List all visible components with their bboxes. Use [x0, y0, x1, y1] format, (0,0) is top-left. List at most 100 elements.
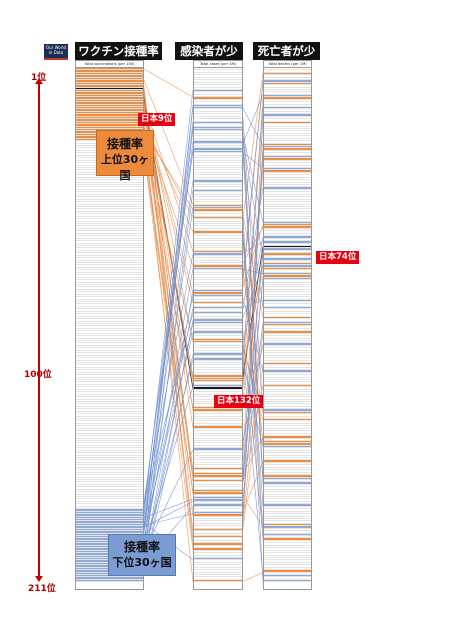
table-row — [194, 467, 242, 471]
table-row — [264, 492, 311, 495]
table-row — [194, 577, 242, 580]
header-vaccination: ワクチン接種率 — [75, 42, 162, 60]
table-row — [194, 246, 242, 249]
table-row — [76, 521, 143, 524]
table-row — [194, 258, 242, 261]
table-row — [264, 523, 311, 527]
table-row — [76, 463, 143, 466]
rank-link-line — [141, 67, 194, 98]
table-row — [264, 190, 311, 193]
table-row — [264, 100, 311, 103]
table-row — [264, 395, 311, 398]
table-row — [194, 517, 242, 519]
rank-link-line — [141, 104, 194, 551]
table-row — [264, 365, 311, 368]
table-row — [264, 368, 311, 371]
table-row — [194, 256, 242, 259]
table-row — [264, 229, 311, 232]
table-row — [76, 314, 143, 317]
table-row — [264, 440, 311, 444]
table-row — [76, 400, 143, 402]
table-row — [76, 434, 143, 437]
cases-table: Total cases (per 1M) — [193, 60, 243, 590]
rank-link-line — [240, 126, 264, 223]
table-row — [194, 85, 242, 88]
table-row — [264, 533, 311, 536]
table-row — [194, 417, 242, 419]
table-row — [264, 319, 311, 322]
rank-link-line — [240, 190, 264, 529]
table-row — [194, 358, 242, 361]
rank-link-line — [141, 89, 194, 343]
table-row — [264, 382, 311, 385]
table-row — [194, 492, 242, 495]
table-row — [194, 109, 242, 112]
table-row — [264, 280, 311, 283]
table-row — [264, 323, 311, 327]
table-row — [194, 119, 242, 122]
table-row — [194, 89, 242, 93]
table-row — [194, 368, 242, 371]
rank-link-line — [240, 332, 264, 539]
table-row — [194, 100, 242, 103]
table-row — [264, 436, 311, 439]
table-row — [264, 326, 311, 329]
table-row — [76, 244, 143, 246]
table-row — [194, 377, 242, 380]
table-row — [264, 141, 311, 144]
table-row — [76, 322, 143, 324]
table-row — [194, 507, 242, 510]
table-row — [76, 192, 143, 195]
table-row — [76, 523, 143, 527]
table-row — [76, 499, 143, 502]
rank-link-line — [240, 79, 264, 296]
table-row — [264, 329, 311, 332]
table-row — [264, 387, 311, 390]
table-row — [76, 265, 143, 268]
table-row — [264, 378, 311, 380]
table-row — [264, 192, 311, 195]
table-row — [194, 158, 242, 161]
table-row — [194, 326, 242, 329]
table-row — [76, 511, 143, 515]
table-row — [194, 136, 242, 139]
table-row — [264, 200, 311, 203]
table-row — [76, 421, 143, 424]
table-row — [76, 365, 143, 368]
deaths-table: Total deaths (per 1M) — [263, 60, 312, 590]
table-row — [194, 126, 242, 129]
table-row — [76, 502, 143, 505]
table-row — [194, 392, 242, 395]
table-row — [76, 270, 143, 273]
table-row — [194, 134, 242, 137]
table-row — [264, 92, 311, 95]
table-row — [76, 443, 143, 446]
table-row — [194, 431, 242, 434]
table-row — [194, 150, 242, 154]
table-row — [264, 400, 311, 402]
table-row — [264, 121, 311, 125]
table-row — [194, 317, 242, 320]
top30-callout-line2: 上位30ヶ国 — [100, 153, 150, 182]
table-row — [264, 339, 311, 341]
table-row — [264, 546, 311, 549]
table-row — [76, 207, 143, 210]
table-row — [194, 70, 242, 73]
table-row — [194, 202, 242, 205]
table-row — [76, 178, 143, 181]
table-row — [194, 436, 242, 439]
table-row — [194, 460, 242, 463]
table-row — [194, 441, 242, 444]
table-row — [194, 472, 242, 476]
table-row — [76, 312, 143, 315]
table-row — [76, 480, 143, 483]
table-row — [264, 127, 311, 129]
table-row — [194, 343, 242, 346]
table-row — [194, 261, 242, 263]
table-row — [264, 309, 311, 312]
table-row — [264, 212, 311, 215]
table-row — [76, 77, 143, 81]
table-row — [76, 518, 143, 522]
table-row — [194, 170, 242, 173]
rank-link-line — [141, 307, 194, 548]
